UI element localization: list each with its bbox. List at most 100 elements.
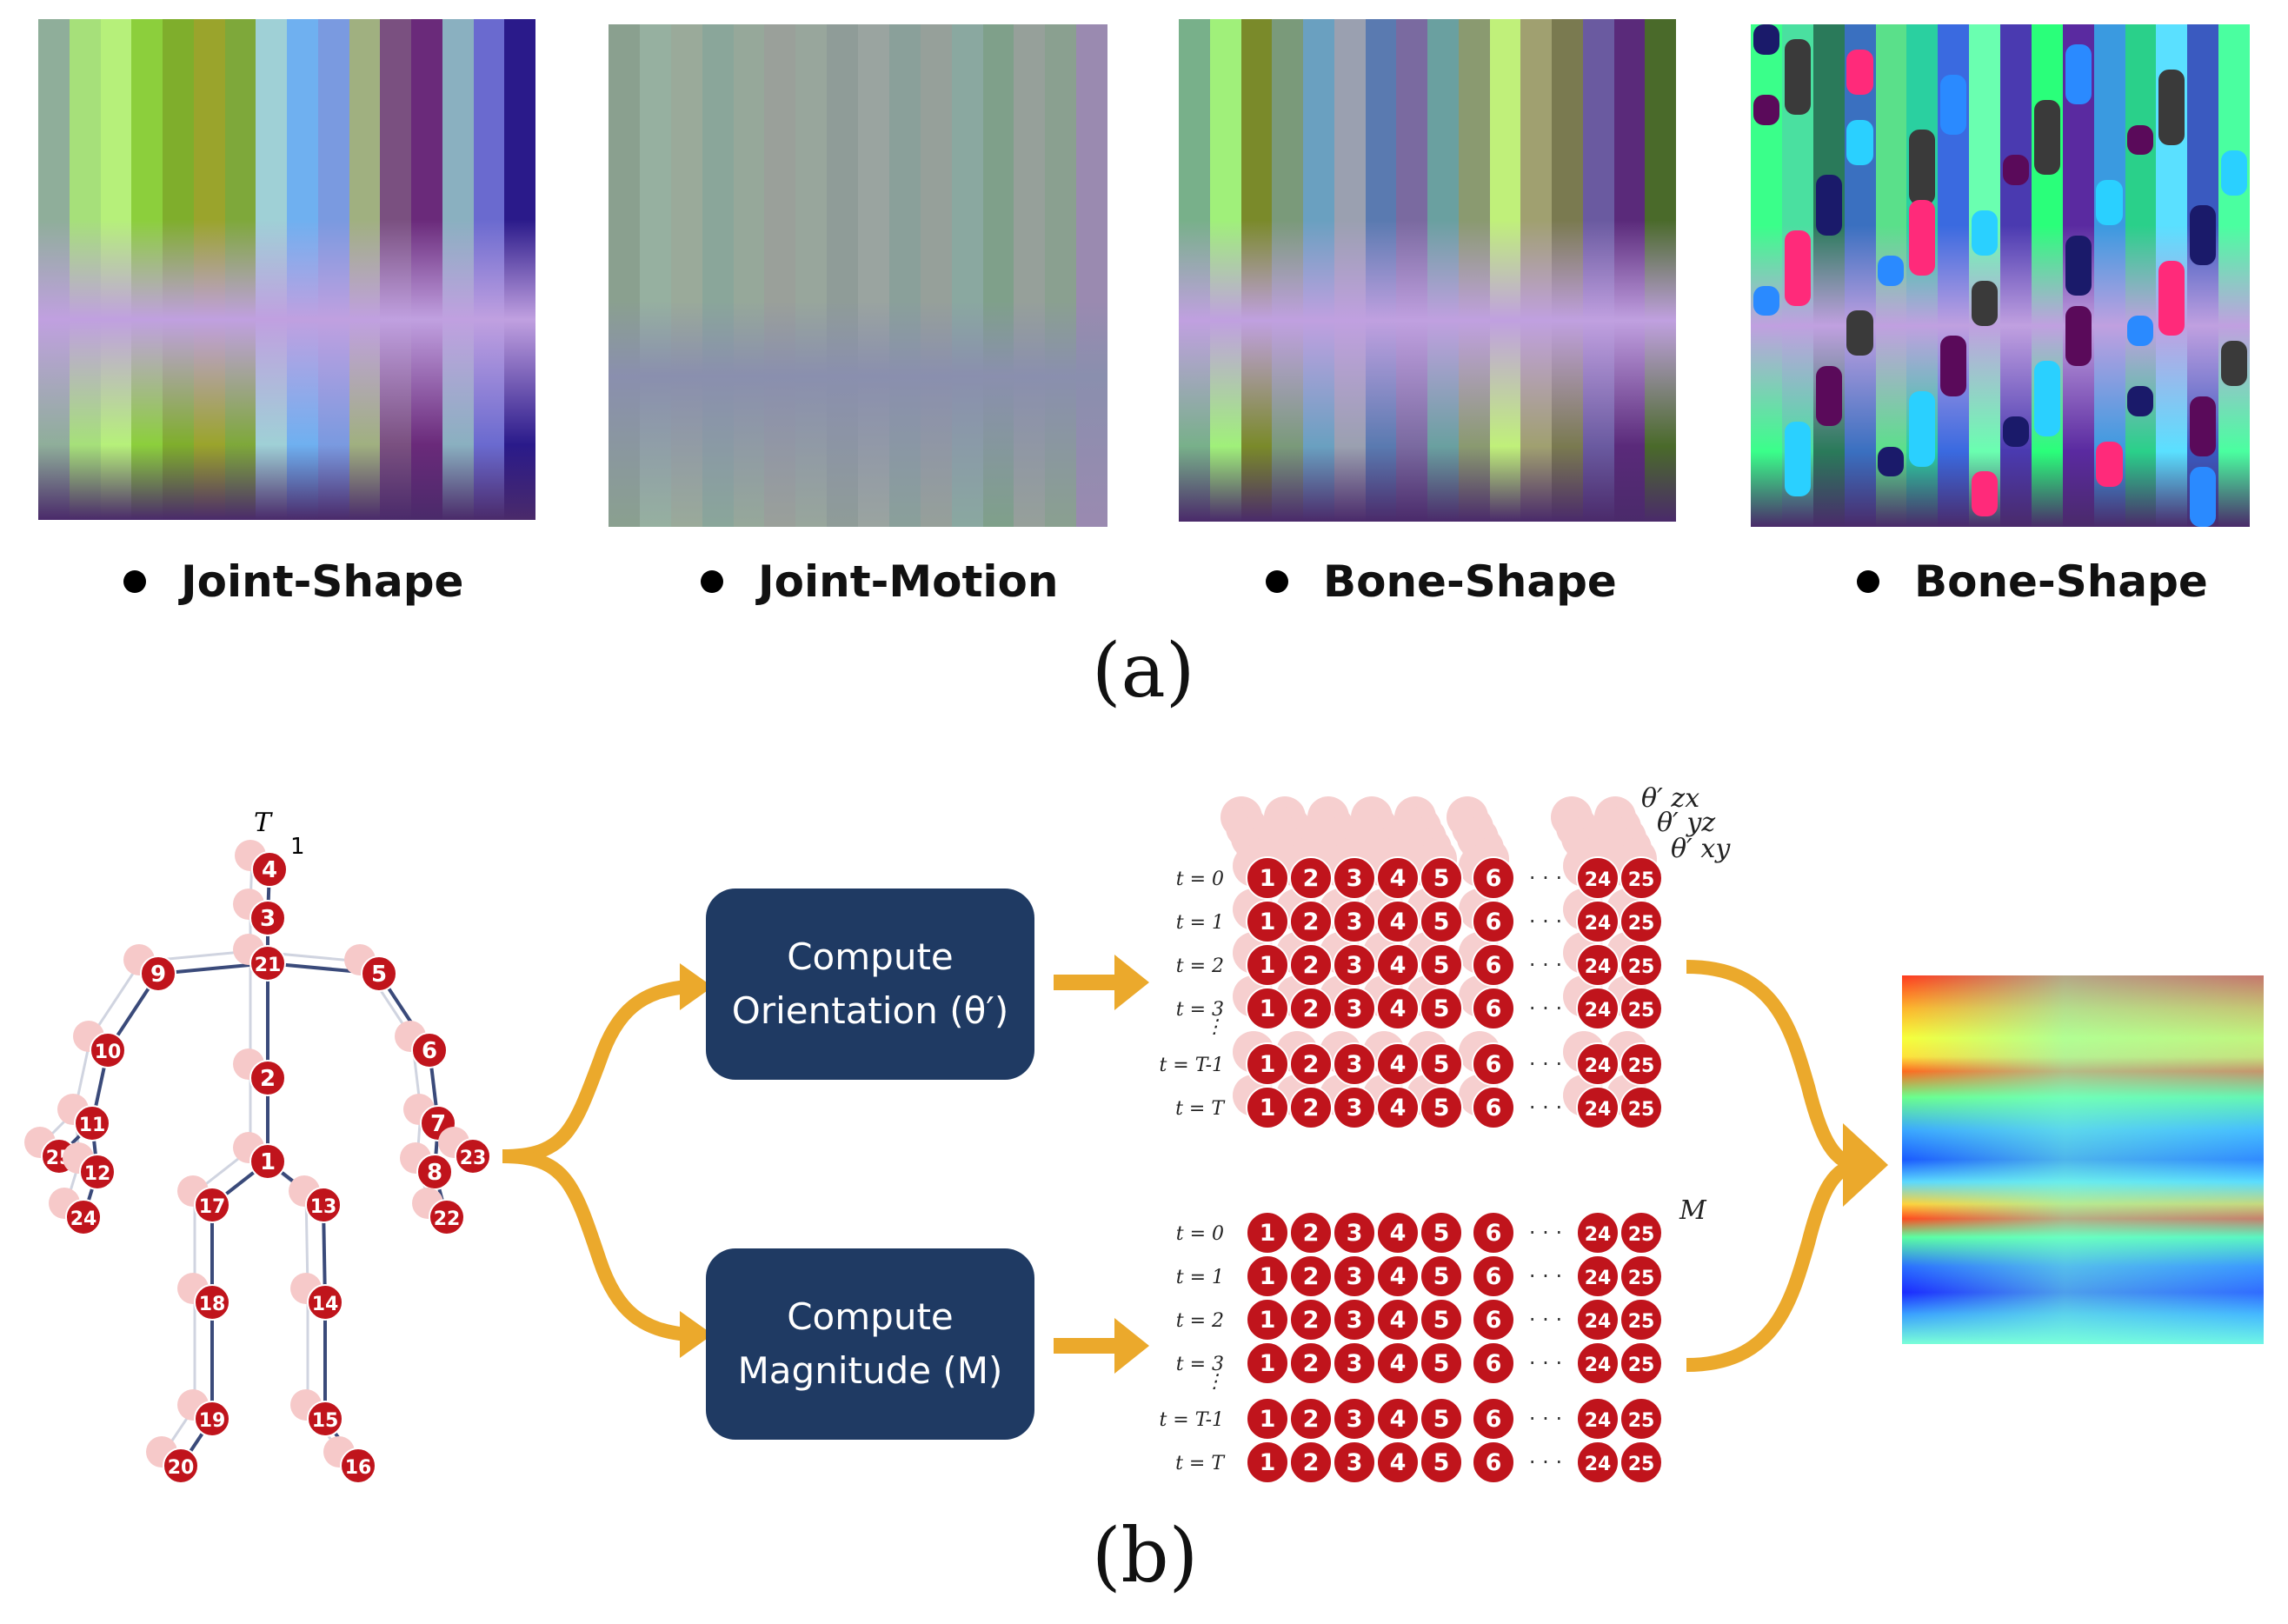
joint-cell-label: 25 bbox=[1628, 1224, 1655, 1246]
image-blob bbox=[2033, 99, 2060, 176]
joint-cell-label: 4 bbox=[1390, 1263, 1407, 1290]
joint-label: 16 bbox=[345, 1457, 372, 1479]
caption-b: (b) bbox=[1092, 1513, 1199, 1600]
skeleton-time-label: T bbox=[254, 808, 273, 838]
joint-node bbox=[340, 1448, 376, 1484]
image-blob bbox=[2127, 386, 2154, 416]
joint-label: 4 bbox=[262, 857, 277, 883]
joint-cell bbox=[1620, 856, 1663, 900]
joint-node bbox=[140, 955, 176, 992]
image-blob bbox=[1909, 130, 1936, 206]
joint-cell-label: 1 bbox=[1260, 1095, 1276, 1121]
joint-cell-label: 5 bbox=[1433, 1095, 1450, 1121]
image-stripe bbox=[670, 24, 704, 527]
image-blob bbox=[2096, 441, 2123, 487]
joint-cell bbox=[1289, 987, 1333, 1030]
joint-cell bbox=[1289, 1441, 1333, 1484]
image-blob bbox=[1753, 285, 1779, 316]
joint-cell-label: 1 bbox=[1260, 952, 1276, 979]
joint-label: 9 bbox=[150, 962, 166, 988]
joint-node bbox=[74, 1105, 110, 1141]
row-dots: · · · bbox=[1529, 1221, 1562, 1245]
image-stripe bbox=[1076, 24, 1107, 527]
time-ellipsis: ⋮ bbox=[1205, 1016, 1224, 1038]
joint-cell-label: 25 bbox=[1628, 1354, 1655, 1376]
joint-cell-label: 24 bbox=[1585, 1410, 1612, 1432]
joint-label: 5 bbox=[371, 962, 387, 988]
image-blob bbox=[1878, 446, 1905, 477]
split-arrow-down bbox=[502, 1149, 688, 1341]
joint-cell bbox=[1246, 1397, 1289, 1441]
joint-cell-label: 25 bbox=[1628, 1055, 1655, 1077]
joint-cell bbox=[1472, 1211, 1515, 1255]
joint-cell-label: 5 bbox=[1433, 1307, 1450, 1334]
joint-cell-label: 4 bbox=[1390, 1220, 1407, 1247]
image-blob bbox=[1784, 230, 1811, 306]
joint-cell bbox=[1289, 856, 1333, 900]
theta-plane-label: θ′ xy bbox=[1671, 834, 1731, 864]
joint-cell-label: 25 bbox=[1628, 1311, 1655, 1333]
image-blob bbox=[1846, 310, 1873, 356]
joint-cell bbox=[1246, 943, 1289, 987]
joint-cell-label: 6 bbox=[1486, 995, 1502, 1022]
joint-label: 19 bbox=[199, 1410, 226, 1432]
joint-cell-label: 1 bbox=[1260, 1350, 1276, 1377]
joint-cell bbox=[1472, 1397, 1515, 1441]
image-blob bbox=[1846, 119, 1873, 165]
joint-cell-label: 4 bbox=[1390, 865, 1407, 892]
joint-cell bbox=[1420, 1341, 1463, 1385]
joint-cell-label: 2 bbox=[1303, 952, 1320, 979]
image-blob bbox=[2190, 396, 2217, 457]
image-stripe bbox=[1427, 19, 1460, 522]
caption-a: (a) bbox=[1092, 628, 1195, 715]
joint-label: 22 bbox=[434, 1208, 461, 1230]
joint-label: 6 bbox=[422, 1038, 437, 1064]
image-stripe bbox=[1645, 19, 1676, 522]
legend-bone-shape-2: Bone-Shape bbox=[1857, 556, 2208, 607]
joint-cell bbox=[1472, 900, 1515, 943]
image-blob bbox=[1909, 390, 1936, 467]
time-label: t = 1 bbox=[1176, 1267, 1224, 1288]
joint-cell bbox=[1576, 1211, 1620, 1255]
merge-arrow-top bbox=[1686, 960, 1861, 1172]
joint-motion-image bbox=[609, 24, 1107, 527]
joint-cell-label: 6 bbox=[1486, 1350, 1502, 1377]
time-ellipsis: ⋮ bbox=[1205, 1371, 1224, 1393]
joint-cell bbox=[1246, 856, 1289, 900]
joint-cell bbox=[1376, 1298, 1420, 1341]
joint-cell bbox=[1576, 1042, 1620, 1086]
joint-cell bbox=[1472, 1298, 1515, 1341]
box-line-2: Orientation (θ′) bbox=[731, 989, 1009, 1032]
joint-cell-label: 6 bbox=[1486, 1095, 1502, 1121]
joint-cell bbox=[1333, 943, 1376, 987]
image-blob bbox=[1909, 200, 1936, 276]
image-stripe bbox=[504, 19, 535, 520]
bone-shape-image bbox=[1179, 19, 1676, 522]
joint-cell-label: 3 bbox=[1347, 1406, 1363, 1433]
joint-cell-label: 2 bbox=[1303, 1051, 1320, 1078]
joint-cell-label: 25 bbox=[1628, 913, 1655, 935]
joint-cell bbox=[1472, 1341, 1515, 1385]
joint-cell-label: 25 bbox=[1628, 1099, 1655, 1121]
legend-joint-motion: Joint-Motion bbox=[701, 556, 1058, 607]
joint-cell bbox=[1376, 1341, 1420, 1385]
joint-cell bbox=[1576, 987, 1620, 1030]
merge-arrow-head bbox=[1843, 1123, 1888, 1207]
joint-cell-label: 24 bbox=[1585, 1354, 1612, 1376]
joint-label: 12 bbox=[84, 1163, 111, 1185]
joint-cell bbox=[1246, 1042, 1289, 1086]
joint-cell-label: 4 bbox=[1390, 1350, 1407, 1377]
image-stripe bbox=[827, 24, 860, 527]
joint-cell-label: 2 bbox=[1303, 865, 1320, 892]
joint-cell bbox=[1333, 1086, 1376, 1129]
joint-node bbox=[79, 1154, 116, 1190]
joint-cell bbox=[1472, 1441, 1515, 1484]
row-dots: · · · bbox=[1529, 1052, 1562, 1076]
joint-cell bbox=[1620, 1042, 1663, 1086]
split-arrow-up bbox=[502, 980, 688, 1163]
joint-cell bbox=[1376, 856, 1420, 900]
joint-label: 1 bbox=[260, 1149, 276, 1175]
joint-cell-label: 6 bbox=[1486, 1307, 1502, 1334]
joint-label: 15 bbox=[312, 1410, 339, 1432]
